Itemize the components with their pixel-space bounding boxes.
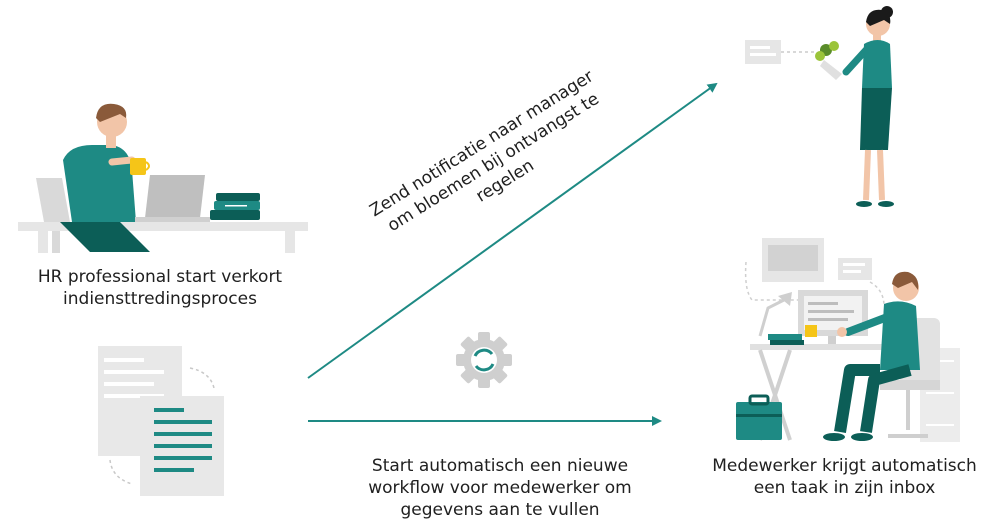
caption-line: workflow voor medewerker om: [368, 478, 632, 498]
arrow-to-manager: [307, 82, 718, 379]
caption-line: een taak in zijn inbox: [753, 478, 936, 498]
documents-illustration: [98, 346, 224, 496]
caption-line: HR professional start verkort: [37, 267, 283, 287]
hr-professional-illustration: [18, 103, 308, 253]
caption-start-workflow: Start automatisch een nieuwe workflow vo…: [320, 455, 680, 521]
employee-illustration: [736, 238, 960, 442]
gear-icon: [456, 332, 512, 388]
caption-line: Start automatisch een nieuwe: [371, 456, 629, 476]
caption-hr-professional: HR professional start verkort indiensttr…: [0, 266, 320, 310]
caption-line: gegevens aan te vullen: [400, 500, 600, 520]
caption-employee-task: Medewerker krijgt automatisch een taak i…: [690, 455, 999, 499]
caption-line: indiensttredingsproces: [63, 289, 257, 309]
manager-illustration: [745, 6, 894, 207]
caption-line: Medewerker krijgt automatisch: [712, 456, 977, 476]
